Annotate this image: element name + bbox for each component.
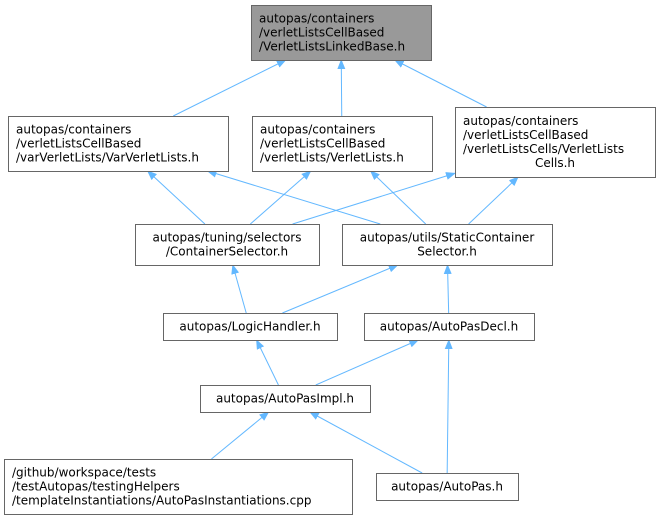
node-label-line: autopas/tuning/selectors: [153, 231, 302, 245]
node-label-line: /ContainerSelector.h: [166, 245, 288, 259]
node-autopas-h[interactable]: autopas/AutoPas.h: [376, 473, 519, 501]
node-verlet-cells[interactable]: autopas/containers/verletListsCellBased/…: [455, 107, 656, 178]
node-box: [364, 313, 535, 341]
node-box: [135, 224, 320, 266]
node-root: autopas/containers/verletListsCellBased/…: [251, 5, 432, 61]
node-label-line: Selector.h: [417, 245, 477, 259]
node-label-line: /VerletListsLinkedBase.h: [259, 40, 405, 54]
edge-static-selector-to-verlet-cells: [468, 176, 519, 225]
node-box: [342, 224, 553, 266]
node-label-line: Cells.h: [535, 156, 575, 170]
node-box: [252, 116, 433, 172]
node-label-line: autopas/AutoPasImpl.h: [216, 392, 354, 406]
edge-static-selector-to-verlet-lists: [369, 170, 427, 225]
edge-autopas-impl-to-autopas-decl: [315, 339, 420, 386]
node-label-line: autopas/AutoPasDecl.h: [380, 320, 518, 334]
node-instantiations[interactable]: /github/workspace/tests/testAutopas/test…: [4, 459, 353, 515]
edge-verlet-lists-to-root: [337, 59, 346, 117]
node-autopas-decl[interactable]: autopas/AutoPasDecl.h: [364, 313, 535, 341]
node-box: [4, 459, 353, 515]
node-var-verlet[interactable]: autopas/containers/verletListsCellBased/…: [8, 116, 229, 172]
edge-autopas-impl-to-logic-handler: [256, 339, 279, 386]
edge-container-selector-to-verlet-cells: [292, 172, 456, 225]
edge-autopas-h-to-autopas-decl: [444, 339, 453, 474]
node-box: [200, 385, 371, 413]
node-box: [376, 473, 519, 501]
node-label-line: /templateInstantiations/AutoPasInstantia…: [12, 494, 311, 508]
node-label-line: /verletListsCellBased: [260, 137, 385, 151]
node-label-line: autopas/LogicHandler.h: [179, 320, 320, 334]
edge-logic-handler-to-static-selector: [282, 264, 399, 314]
node-label-line: /verletLists/VerletLists.h: [260, 151, 404, 165]
node-box: [8, 116, 229, 172]
edge-container-selector-to-verlet-lists: [250, 170, 312, 225]
node-label-line: autopas/containers: [259, 12, 374, 26]
node-box: [455, 107, 656, 178]
node-label-line: autopas/utils/StaticContainer: [360, 231, 535, 245]
edge-verlet-cells-to-root: [393, 59, 487, 108]
node-label-line: /testAutopas/testingHelpers: [12, 480, 180, 494]
edge-autopas-decl-to-static-selector: [443, 264, 452, 314]
edge-var-verlet-to-root: [173, 59, 287, 117]
node-box: [251, 5, 432, 61]
node-verlet-lists[interactable]: autopas/containers/verletListsCellBased/…: [252, 116, 433, 172]
edge-static-selector-to-var-verlet: [206, 169, 381, 225]
nodes-layer: autopas/containers/verletListsCellBased/…: [4, 5, 656, 515]
node-autopas-impl[interactable]: autopas/AutoPasImpl.h: [200, 385, 371, 413]
node-label-line: autopas/containers: [16, 123, 131, 137]
edge-autopas-h-to-autopas-impl: [308, 411, 423, 474]
edge-instantiations-to-autopas-impl: [211, 411, 270, 460]
node-label-line: /verletListsCellBased: [463, 128, 588, 142]
node-label-line: /github/workspace/tests: [12, 466, 156, 480]
edges-layer: [146, 59, 519, 474]
node-label-line: /verletListsCells/VerletLists: [463, 142, 624, 156]
node-label-line: autopas/containers: [463, 114, 578, 128]
node-label-line: /varVerletLists/VarVerletLists.h: [16, 151, 199, 165]
node-logic-handler[interactable]: autopas/LogicHandler.h: [163, 313, 338, 341]
node-label-line: autopas/AutoPas.h: [391, 480, 503, 494]
node-label-line: /verletListsCellBased: [16, 137, 141, 151]
edge-container-selector-to-var-verlet: [146, 170, 206, 225]
node-box: [163, 313, 338, 341]
node-label-line: /verletListsCellBased: [259, 26, 384, 40]
node-container-selector[interactable]: autopas/tuning/selectors/ContainerSelect…: [135, 224, 320, 266]
edge-logic-handler-to-container-selector: [231, 264, 247, 314]
node-label-line: autopas/containers: [260, 123, 375, 137]
